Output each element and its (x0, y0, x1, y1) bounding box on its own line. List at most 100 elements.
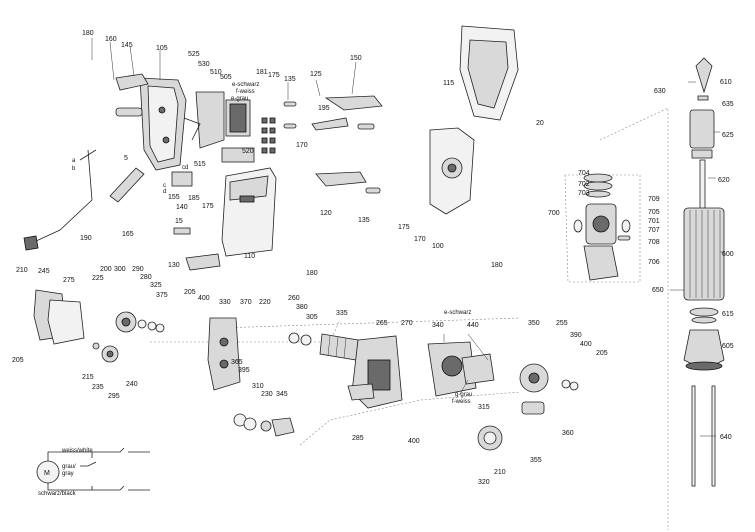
label-180-b: 180 (491, 262, 503, 269)
label-215: 215 (82, 374, 94, 381)
label-300: 300 (114, 266, 126, 273)
label-235: 235 (92, 384, 104, 391)
label-225: 225 (92, 275, 104, 282)
label-400-c: 400 (408, 438, 420, 445)
label-630: 630 (654, 88, 666, 95)
label-220: 220 (259, 299, 271, 306)
gear-300 (92, 311, 165, 363)
label-700: 700 (548, 210, 560, 217)
label-205-c: 205 (12, 357, 24, 364)
label-375: 375 (156, 292, 168, 299)
label-g-grau: g-grau (455, 392, 472, 398)
label-195: 195 (318, 105, 330, 112)
label-525: 525 (188, 51, 200, 58)
label-315: 315 (478, 404, 490, 411)
label-515: 515 (194, 161, 206, 168)
label-205-b: 205 (596, 350, 608, 357)
label-181: 181 (256, 69, 268, 76)
gear-assembly-700 (573, 173, 631, 281)
label-355: 355 (530, 457, 542, 464)
label-280: 280 (140, 274, 152, 281)
label-440: 440 (467, 322, 479, 329)
label-295: 295 (108, 393, 120, 400)
label-190: 190 (80, 235, 92, 242)
electronics-module-505 (171, 91, 255, 235)
armature-335 (288, 332, 359, 361)
cover-320 (477, 425, 503, 451)
label-100: 100 (432, 243, 444, 250)
label-370: 370 (240, 299, 252, 306)
cover-110 (221, 167, 277, 257)
label-125: 125 (310, 71, 322, 78)
label-290: 290 (132, 266, 144, 273)
label-600: 600 (722, 251, 734, 258)
label-709: 709 (648, 196, 660, 203)
label-cd: cd (182, 165, 188, 171)
label-285: 285 (352, 435, 364, 442)
label-240: 240 (126, 381, 138, 388)
label-185: 185 (188, 195, 200, 202)
label-510: 510 (210, 69, 222, 76)
label-708: 708 (648, 239, 660, 246)
label-e-schwarz-b: e-schwarz (444, 310, 471, 316)
label-703: 703 (578, 190, 590, 197)
label-145: 145 (121, 42, 133, 49)
label-305: 305 (306, 314, 318, 321)
label-210-b: 210 (494, 469, 506, 476)
label-115: 115 (443, 80, 454, 87)
label-160: 160 (105, 36, 117, 43)
handle-150 (311, 95, 383, 131)
label-grau: grau/ (62, 464, 76, 470)
label-130: 130 (168, 262, 180, 269)
label-345: 345 (276, 391, 288, 398)
label-625: 625 (722, 132, 734, 139)
bracket-120 (315, 171, 381, 194)
label-105: 105 (156, 45, 168, 52)
label-260: 260 (288, 295, 300, 302)
label-275: 275 (63, 277, 75, 284)
label-350: 350 (528, 320, 540, 327)
label-c: c (163, 183, 166, 189)
label-530: 530 (198, 61, 210, 68)
power-cable-190 (23, 149, 97, 251)
label-weiss-white: weiss/white (61, 448, 93, 454)
label-702: 702 (578, 181, 590, 188)
label-120: 120 (320, 210, 332, 217)
label-335: 335 (336, 310, 348, 317)
label-635: 635 (722, 101, 734, 108)
label-505: 505 (220, 74, 232, 81)
label-605: 605 (722, 343, 734, 350)
label-650: 650 (652, 287, 664, 294)
label-365: 365 (231, 359, 243, 366)
label-265: 265 (376, 320, 388, 327)
label-400-a: 400 (198, 295, 210, 302)
label-150: 150 (350, 55, 362, 62)
label-400-b: 400 (580, 341, 592, 348)
label-d: d (163, 189, 166, 195)
label-e-grau: e-grau (231, 96, 248, 102)
label-701: 701 (648, 218, 660, 225)
cover-245 (33, 289, 85, 345)
label-165: 165 (122, 231, 134, 238)
label-f-weiss: f-weiss (236, 89, 255, 95)
label-200: 200 (100, 266, 112, 273)
label-705: 705 (648, 209, 660, 216)
handle-tube-165 (109, 167, 145, 203)
label-205-a: 205 (184, 289, 196, 296)
stator-340 (427, 341, 495, 397)
label-a: a (72, 158, 76, 164)
label-245: 245 (38, 268, 50, 275)
label-704: 704 (578, 170, 590, 177)
label-140: 140 (176, 204, 188, 211)
bearings-365 (233, 413, 295, 437)
housing-100 (429, 127, 475, 215)
label-f-weiss-b: f-weiss (452, 399, 471, 405)
leader-lines (91, 38, 724, 437)
housing-115 (459, 25, 519, 121)
spindle-assembly-620 (689, 57, 715, 237)
housing-half-105 (115, 73, 187, 171)
label-15: 15 (175, 218, 183, 225)
label-380: 380 (296, 304, 308, 311)
label-schwarz-black: schwarz/black (38, 491, 77, 497)
